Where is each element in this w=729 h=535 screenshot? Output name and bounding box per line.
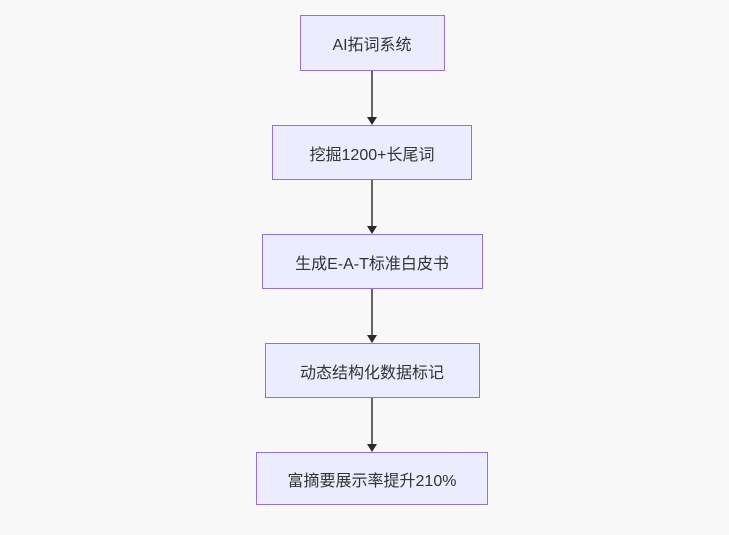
arrow-head-icon [367,226,377,234]
flow-node-longtail-mining: 挖掘1200+长尾词 [272,125,472,180]
arrow-line [371,180,373,226]
flow-arrow-2 [367,180,377,234]
flow-node-eat-whitepaper: 生成E-A-T标准白皮书 [261,234,483,289]
flow-arrow-4 [367,398,377,452]
arrow-head-icon [367,117,377,125]
flow-node-ai-word-expansion: AI拓词系统 [299,15,445,71]
node-label: 动态结构化数据标记 [299,364,444,382]
arrow-head-icon [367,335,377,343]
flowchart: AI拓词系统 挖掘1200+长尾词 生成E-A-T标准白皮书 动态结构化数据标记 [256,15,488,505]
flow-node-structured-data-markup: 动态结构化数据标记 [264,343,480,398]
node-label: AI拓词系统 [332,37,412,54]
arrow-line [371,71,373,117]
arrow-line [371,289,373,335]
arrow-line [371,398,373,444]
flow-arrow-3 [367,289,377,343]
flow-arrow-1 [367,71,377,125]
arrow-head-icon [367,444,377,452]
node-label: 生成E-A-T标准白皮书 [295,255,449,273]
flow-node-rich-snippet-result: 富摘要展示率提升210% [256,452,488,505]
node-label: 富摘要展示率提升210% [287,472,457,490]
node-label: 挖掘1200+长尾词 [309,146,435,164]
